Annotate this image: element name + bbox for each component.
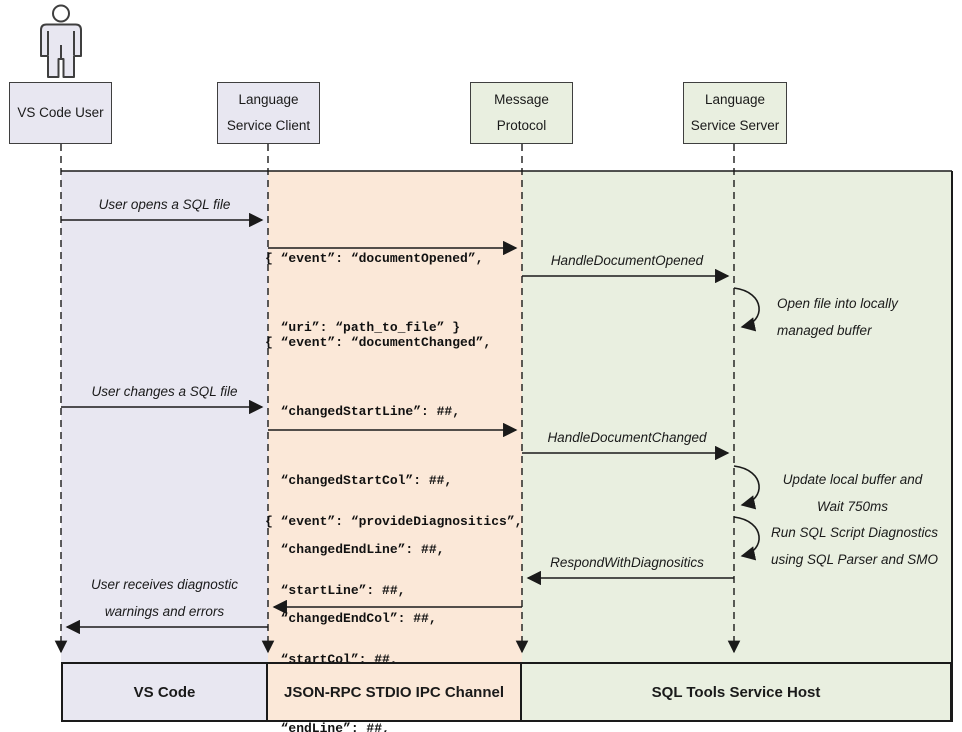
self-loop-update-buffer [733, 465, 760, 510]
footer-sql-tools-service-host: SQL Tools Service Host [520, 662, 952, 722]
label-handle-document-opened: HandleDocumentOpened [550, 253, 704, 268]
payload-line: “changedEndCol”: ##, [265, 611, 437, 626]
actor-label-line2: Protocol [496, 118, 547, 133]
note-run-sql-diagnostics: Run SQL Script Diagnostics using SQL Par… [758, 519, 951, 573]
label-handle-document-changed: HandleDocumentChanged [547, 430, 707, 445]
note-update-buffer-wait: Update local buffer and Wait 750ms [760, 466, 945, 520]
payload-line: { “event”: “documentOpened”, [265, 251, 484, 266]
actor-message-protocol: Message Protocol [470, 82, 573, 144]
payload-line: “changedStartLine”: ##, [265, 404, 461, 419]
note-line: using SQL Parser and SMO [770, 552, 939, 567]
footer-vscode: VS Code [61, 662, 268, 722]
payload-line: “endLine”: ##, [265, 721, 390, 732]
label-user-opens-file: User opens a SQL file [98, 197, 231, 212]
note-line: Run SQL Script Diagnostics [770, 525, 939, 540]
footer-json-rpc-channel: JSON-RPC STDIO IPC Channel [266, 662, 522, 722]
label-respond-with-diagnostics: RespondWithDiagnositics [550, 555, 704, 570]
payload-line: “startLine”: ##, [265, 583, 406, 598]
actor-label-line1: Language [704, 92, 766, 107]
payload-line: “changedEndLine”: ##, [265, 542, 445, 557]
payload-document-changed: { “event”: “documentChanged”, “changedSt… [265, 285, 515, 732]
actor-label-line1: Message [494, 92, 549, 107]
lane-ipc-channel-background [268, 171, 522, 662]
actor-label-line2: Service Server [690, 118, 780, 133]
payload-line: “uri”: “path_to_file” } [265, 320, 461, 335]
footer-label: VS Code [133, 683, 196, 701]
self-loop-run-diagnostics [733, 516, 760, 561]
note-open-file-buffer: Open file into locally managed buffer [777, 290, 898, 344]
actor-language-service-client: Language Service Client [217, 82, 320, 144]
actor-label: VS Code User [17, 105, 104, 120]
label-user-receives-diagnostics: User receives diagnostic warnings and er… [61, 571, 268, 625]
label-line2: warnings and errors [104, 604, 225, 619]
lane-vscode-background [61, 171, 268, 662]
self-loop-open-file [733, 287, 760, 332]
note-line: Update local buffer and [782, 472, 923, 487]
actor-language-service-server: Language Service Server [683, 82, 787, 144]
payload-line: “changedStartCol”: ##, [265, 473, 453, 488]
note-line: Open file into locally [777, 296, 898, 311]
actor-label-line1: Language [238, 92, 299, 107]
lane-service-host-background [522, 171, 952, 662]
label-line1: User receives diagnostic [90, 577, 239, 592]
payload-line: { “event”: “provideDiagnositics”, [265, 514, 523, 529]
actor-vscode-user: VS Code User [9, 82, 112, 144]
label-user-changes-file: User changes a SQL file [91, 384, 238, 399]
footer-label: SQL Tools Service Host [651, 683, 821, 701]
user-person-icon [40, 4, 82, 78]
payload-line: { “event”: “documentChanged”, [265, 335, 492, 350]
actor-label-line2: Service Client [226, 118, 311, 133]
payload-document-opened: { “event”: “documentOpened”, “uri”: “pat… [265, 201, 483, 385]
note-line: managed buffer [777, 323, 872, 338]
footer-label: JSON-RPC STDIO IPC Channel [283, 683, 505, 701]
note-line: Wait 750ms [816, 499, 889, 514]
